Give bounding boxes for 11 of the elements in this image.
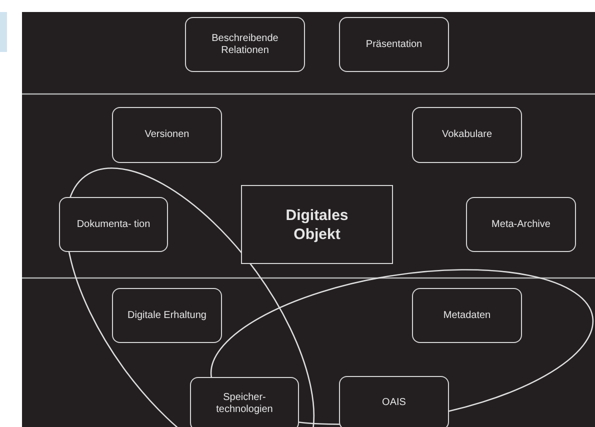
topic-box: OAIS — [339, 376, 449, 427]
topic-box: Meta-Archive — [466, 197, 576, 252]
topic-box: Metadaten — [412, 288, 522, 343]
topic-box: Digitale Erhaltung — [112, 288, 222, 343]
topic-box: Vokabulare — [412, 107, 522, 163]
topic-box: Dokumenta- tion — [59, 197, 168, 252]
topic-box: Beschreibende Relationen — [185, 17, 305, 72]
topic-box: Versionen — [112, 107, 222, 163]
topic-box: Präsentation — [339, 17, 449, 72]
central-concept-box: Digitales Objekt — [241, 185, 393, 264]
topic-box: Speicher- technologien — [190, 377, 299, 427]
